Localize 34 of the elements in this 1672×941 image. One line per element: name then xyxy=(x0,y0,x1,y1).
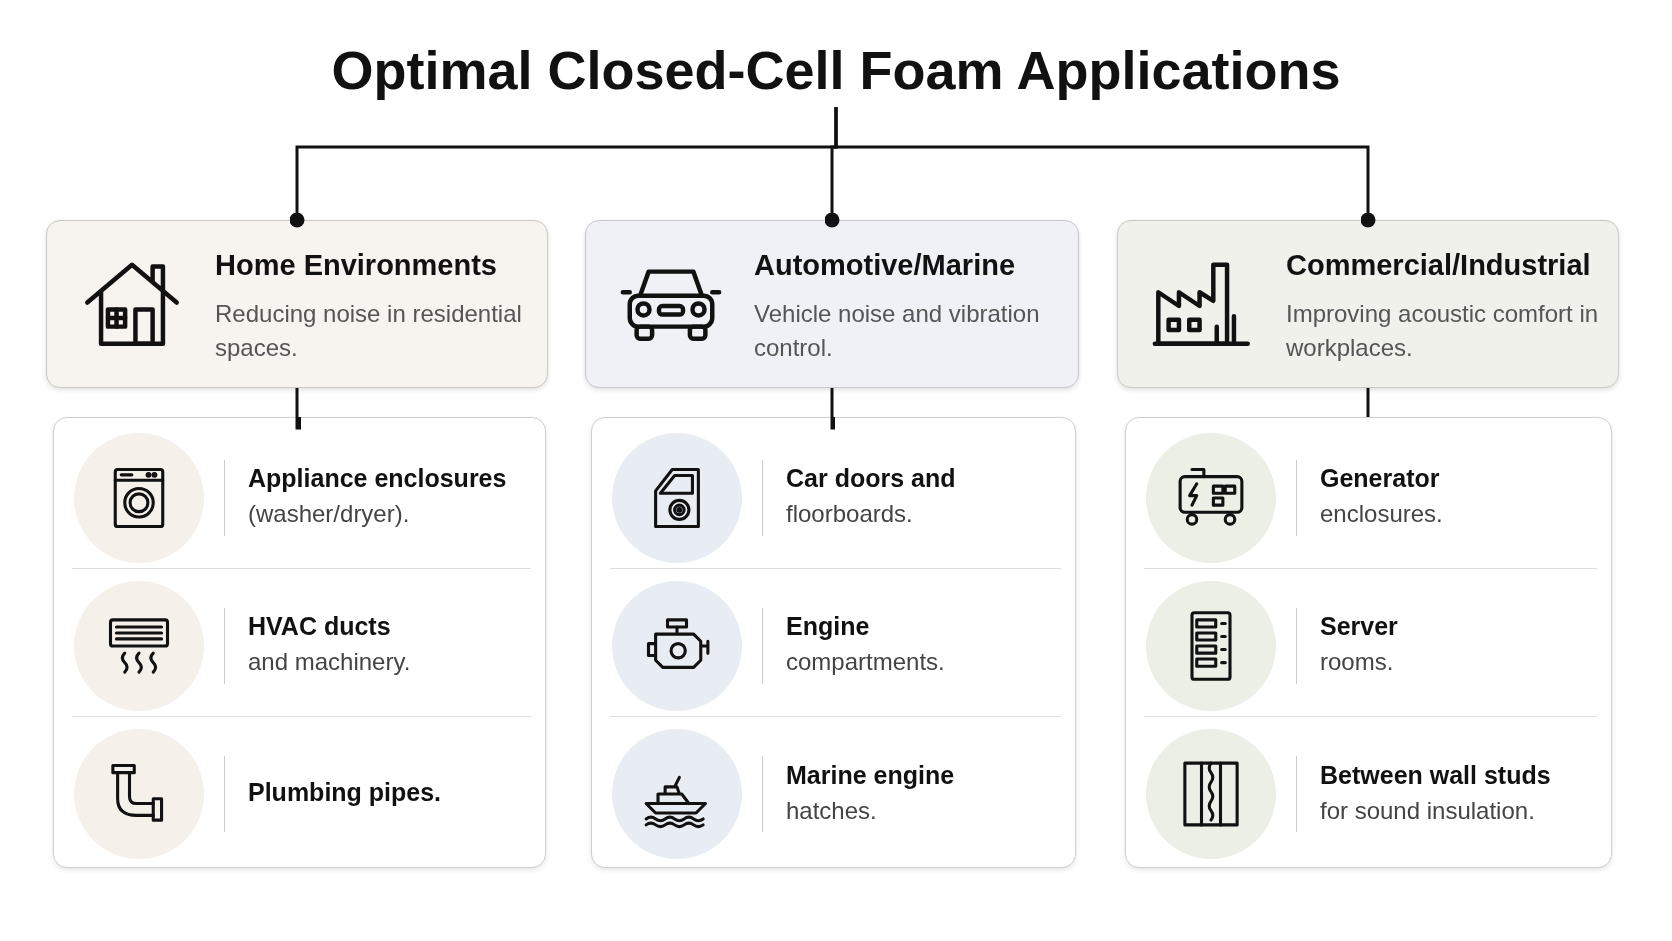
category-description: Reducing noise in residential spaces. xyxy=(215,299,523,363)
list-card xyxy=(591,417,1076,868)
list-card xyxy=(1125,417,1612,868)
connector-line xyxy=(295,388,301,430)
category-card xyxy=(46,220,548,388)
item-heading: Engine xyxy=(786,611,870,642)
category-description: Improving acoustic comfort in workplaces. xyxy=(1286,299,1600,363)
item-heading: Car doors and xyxy=(786,463,956,494)
category-card xyxy=(585,220,1079,388)
item-description: hatches. xyxy=(786,795,877,826)
item-heading: Plumbing pipes. xyxy=(248,777,442,808)
category-card xyxy=(1117,220,1619,388)
item-description: (washer/dryer). xyxy=(248,499,410,529)
dot-connector xyxy=(834,107,1376,228)
category-heading: Home Environments xyxy=(215,249,497,282)
item-heading: Appliance enclosures xyxy=(248,463,507,494)
item-description: for sound insulation. xyxy=(1320,795,1535,826)
item-description: enclosures. xyxy=(1320,499,1443,529)
item-heading: Marine engine xyxy=(786,759,955,791)
category-description: Vehicle noise and vibration control. xyxy=(754,299,1041,363)
category-heading: Commercial/Industrial xyxy=(1286,249,1591,282)
item-heading: HVAC ducts xyxy=(248,611,391,642)
connector-line xyxy=(1366,388,1370,417)
item-description: rooms. xyxy=(1320,647,1394,677)
list-card xyxy=(53,417,546,868)
category-heading: Automotive/Marine xyxy=(754,249,1016,282)
item-description: compartments. xyxy=(786,647,945,677)
title-text: Optimal Closed-Cell Foam Applications xyxy=(331,39,1341,101)
item-heading: Between wall studs xyxy=(1320,759,1551,791)
connector-line xyxy=(830,388,835,430)
item-heading: Generator xyxy=(1320,463,1440,494)
item-heading: Server xyxy=(1320,611,1398,642)
item-description: floorboards. xyxy=(786,499,913,529)
item-description: and machinery. xyxy=(248,647,411,677)
